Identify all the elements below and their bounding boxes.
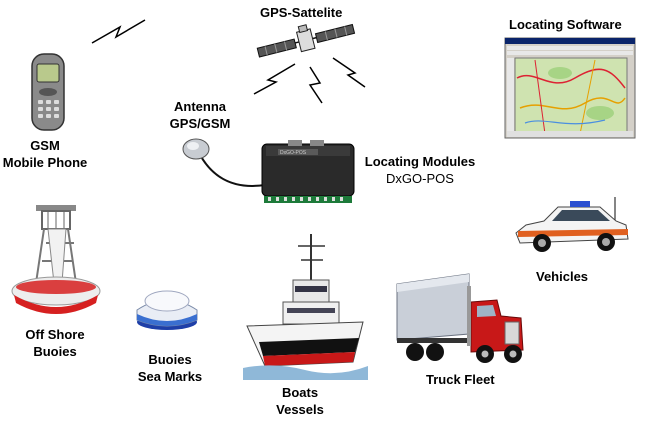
- buoies-label-line2: Sea Marks: [137, 369, 203, 384]
- offshore-label-line1: Off Shore: [25, 327, 85, 342]
- boats-label-line1: Boats: [281, 385, 319, 400]
- police-car-image: [515, 197, 629, 252]
- signal-zigzag-left: [253, 63, 296, 95]
- offshore-buoy-image: [11, 205, 101, 314]
- satellite-label: GPS-Sattelite: [260, 5, 343, 20]
- software-label: Locating Software: [509, 17, 622, 32]
- signal-zigzag-right: [332, 57, 366, 88]
- boats-label-line2: Vessels: [276, 402, 324, 417]
- antenna-label: Antenna GPS/GSM: [160, 98, 240, 132]
- sea-mark-buoy-image: [136, 290, 198, 330]
- offshore-label: Off Shore Buoies: [10, 326, 100, 360]
- buoies-label: Buoies Sea Marks: [125, 351, 215, 385]
- signal-zigzag-phone: [91, 19, 146, 44]
- modules-label-line2: DxGO-POS: [386, 171, 454, 186]
- antenna-label-line1: Antenna: [174, 99, 226, 114]
- module-case-text: DxGO-POS: [280, 150, 307, 156]
- truck-label: Truck Fleet: [426, 372, 495, 387]
- signal-zigzag-mid: [308, 66, 323, 104]
- gps-satellite-image: [256, 23, 356, 58]
- locating-module-image: DxGO-POS: [261, 140, 355, 203]
- boats-label: Boats Vessels: [255, 384, 345, 418]
- gsm-label-line2: Mobile Phone: [2, 155, 88, 170]
- modules-label: Locating Modules DxGO-POS: [350, 153, 490, 187]
- locating-software-screenshot: [504, 37, 636, 139]
- antenna-label-line2: GPS/GSM: [169, 116, 231, 131]
- gsm-label: GSM Mobile Phone: [0, 137, 90, 171]
- boat-image: [243, 234, 368, 380]
- antenna-image: [182, 138, 266, 187]
- truck-image: [396, 273, 524, 363]
- modules-label-line1: Locating Modules: [364, 154, 476, 169]
- mobile-phone-image: [31, 53, 65, 131]
- buoies-label-line1: Buoies: [148, 352, 192, 367]
- offshore-label-line2: Buoies: [33, 344, 77, 359]
- vehicles-label: Vehicles: [536, 269, 589, 284]
- gsm-label-line1: GSM: [30, 138, 60, 153]
